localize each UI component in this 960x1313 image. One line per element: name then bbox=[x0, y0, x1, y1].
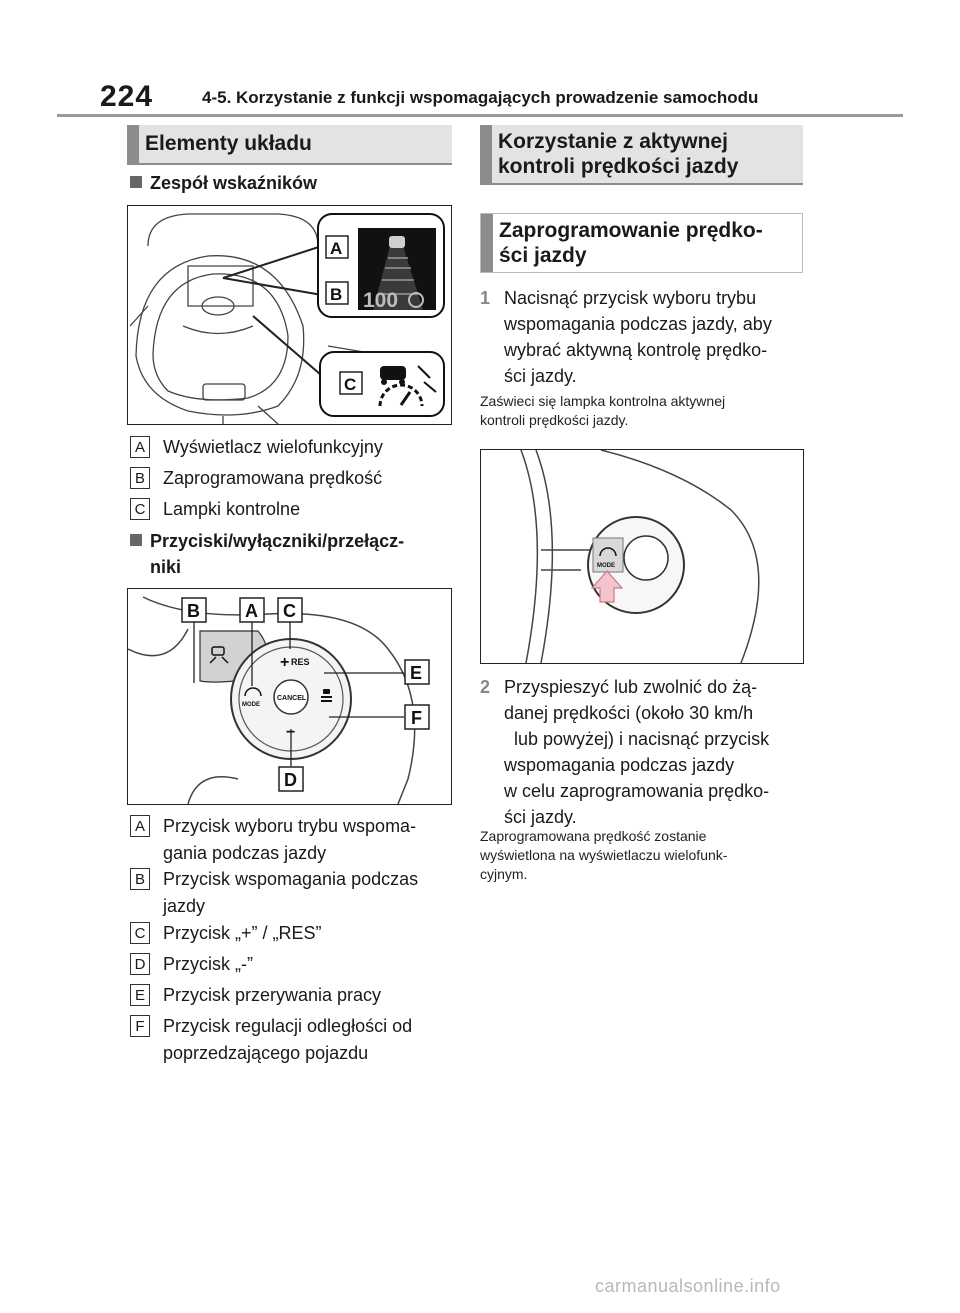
step-line: wspomagania podczas jazdy, aby bbox=[504, 314, 772, 334]
letter-badge: A bbox=[130, 436, 150, 458]
square-bullet-icon bbox=[130, 176, 142, 188]
steering-switches-illustration: CANCEL + RES − MODE B A C E F bbox=[128, 596, 430, 804]
step-line: ści jazdy. bbox=[504, 807, 577, 827]
fig2-label-b: B bbox=[187, 601, 200, 621]
subheading-przyciski: Przyciski/wyłączniki/przełącz- niki bbox=[130, 528, 404, 580]
driving-assist-button-icon bbox=[209, 646, 229, 664]
step-line: wybrać aktywną kontrolę prędko- bbox=[504, 340, 768, 360]
subheading-text-line2: niki bbox=[150, 557, 182, 577]
fig2-label-a: A bbox=[245, 601, 258, 621]
step-line: w celu zaprogramowania prędko- bbox=[504, 781, 770, 801]
fig2-mode-text: MODE bbox=[242, 702, 260, 708]
item-text-line2: poprzedzającego pojazdu bbox=[163, 1043, 369, 1063]
item-text-line1: Przycisk wyboru trybu wspoma- bbox=[163, 816, 417, 836]
instrument-cluster-illustration: 100 A B C bbox=[129, 213, 445, 424]
instrument-cluster-figure: 100 A B C bbox=[127, 205, 452, 425]
mode-button-illustration: MODE bbox=[520, 450, 760, 663]
fig1-label-c: C bbox=[344, 375, 356, 394]
section-title-text: Elementy układu bbox=[145, 132, 312, 155]
letter-badge: D bbox=[130, 953, 150, 975]
step-text: Przyspieszyć lub zwolnić do żą- danej pr… bbox=[504, 674, 804, 830]
item-text: Przycisk wspomagania podczas jazdy bbox=[163, 866, 463, 920]
letter-badge: C bbox=[130, 498, 150, 520]
mode-button-figure: MODE bbox=[480, 449, 804, 664]
fig2-label-f: F bbox=[411, 708, 422, 728]
note-line: cyjnym. bbox=[480, 866, 528, 882]
item-text-line1: Przycisk wspomagania podczas bbox=[163, 869, 419, 889]
header-rule bbox=[57, 114, 903, 117]
letter-badge: B bbox=[130, 467, 150, 489]
mode-gauge-icon bbox=[244, 687, 262, 697]
letter-badge: F bbox=[130, 1015, 150, 1037]
radar-cruise-indicator-icon bbox=[378, 365, 437, 407]
subheading-zespol: Zespół wskaźników bbox=[130, 173, 317, 194]
distance-button-icon bbox=[321, 689, 332, 702]
letter-badge: B bbox=[130, 868, 150, 890]
fig2-label-d: D bbox=[284, 770, 297, 790]
step-line: Przyspieszyć lub zwolnić do żą- bbox=[504, 677, 758, 697]
section-title-line2: kontroli prędkości jazdy bbox=[498, 155, 739, 178]
letter-badge: A bbox=[130, 815, 150, 837]
subsection-title-line2: ści jazdy bbox=[499, 244, 587, 267]
note-line: wyświetlona na wyświetlaczu wielofunk- bbox=[480, 847, 728, 863]
item-text-line2: gania podczas jazdy bbox=[163, 843, 327, 863]
fig2-label-e: E bbox=[410, 663, 422, 683]
mode-gauge-icon bbox=[599, 547, 617, 557]
steering-switches-figure: CANCEL + RES − MODE B A C E F bbox=[127, 588, 452, 805]
note-line: Zaświeci się lampka kontrolna aktywnej bbox=[480, 393, 726, 409]
note-2: Zaprogramowana prędkość zostanie wyświet… bbox=[480, 827, 810, 884]
watermark: carmanualsonline.info bbox=[595, 1276, 781, 1296]
note-1: Zaświeci się lampka kontrolna aktywnej k… bbox=[480, 392, 810, 430]
press-arrow-icon bbox=[590, 570, 624, 603]
step-line: lub powyżej) i nacisnąć przycisk bbox=[504, 729, 770, 749]
subheading-text: Zespół wskaźników bbox=[150, 173, 318, 193]
step-text: Nacisnąć przycisk wyboru trybu wspomagan… bbox=[504, 285, 804, 389]
item-text: Zaprogramowana prędkość bbox=[163, 468, 383, 488]
fig1-label-a: A bbox=[330, 239, 342, 258]
subheading-text-line1: Przyciski/wyłączniki/przełącz- bbox=[150, 531, 405, 551]
item-text: Przycisk wyboru trybu wspoma-gania podcz… bbox=[163, 813, 463, 867]
item-text: Przycisk „+” / „RES” bbox=[163, 923, 322, 943]
page-number: 224 bbox=[100, 80, 154, 113]
section-title-elementy: Elementy układu bbox=[127, 125, 452, 165]
fig2-cancel-text: CANCEL bbox=[277, 695, 307, 702]
item-text: Przycisk regulacji odległości od poprzedz… bbox=[163, 1013, 463, 1067]
chapter-title: 4-5. Korzystanie z funkcji wspomagającyc… bbox=[202, 88, 759, 107]
step-line: wspomagania podczas jazdy bbox=[504, 755, 735, 775]
subsection-title-text: Zaprogramowanie prędko-ści jazdy bbox=[499, 218, 763, 268]
step-line: danej prędkości (około 30 km/h bbox=[504, 703, 754, 723]
letter-badge: E bbox=[130, 984, 150, 1006]
subsection-title-line1: Zaprogramowanie prędko- bbox=[499, 219, 763, 242]
subsection-title-zaprogramowanie: Zaprogramowanie prędko-ści jazdy bbox=[480, 213, 803, 273]
fig3-mode-text: MODE bbox=[597, 563, 615, 569]
item-text: Przycisk przerywania pracy bbox=[163, 985, 382, 1005]
item-text-line2: jazdy bbox=[163, 896, 206, 916]
section-title-line1: Korzystanie z aktywnej bbox=[498, 130, 728, 153]
fig2-res-text: RES bbox=[291, 657, 310, 667]
letter-badge: C bbox=[130, 922, 150, 944]
note-line: kontroli prędkości jazdy. bbox=[480, 412, 629, 428]
page-header: 224 4-5. Korzystanie z funkcji wspomagaj… bbox=[100, 80, 860, 114]
step-number: 1 bbox=[480, 288, 491, 308]
fig1-label-b: B bbox=[330, 285, 342, 304]
square-bullet-icon bbox=[130, 534, 142, 546]
item-text: Wyświetlacz wielofunkcyjny bbox=[163, 437, 383, 457]
item-text: Przycisk „-” bbox=[163, 954, 253, 974]
fig2-label-c: C bbox=[283, 601, 296, 621]
fig1-speed-text: 100 bbox=[363, 289, 398, 312]
fig2-plus-text: + bbox=[280, 654, 289, 671]
step-line: Nacisnąć przycisk wyboru trybu bbox=[504, 288, 757, 308]
step-number: 2 bbox=[480, 677, 491, 697]
item-text-line1: Przycisk regulacji odległości od bbox=[163, 1016, 413, 1036]
note-line: Zaprogramowana prędkość zostanie bbox=[480, 828, 707, 844]
item-text: Lampki kontrolne bbox=[163, 499, 301, 519]
step-line: ści jazdy. bbox=[504, 366, 577, 386]
